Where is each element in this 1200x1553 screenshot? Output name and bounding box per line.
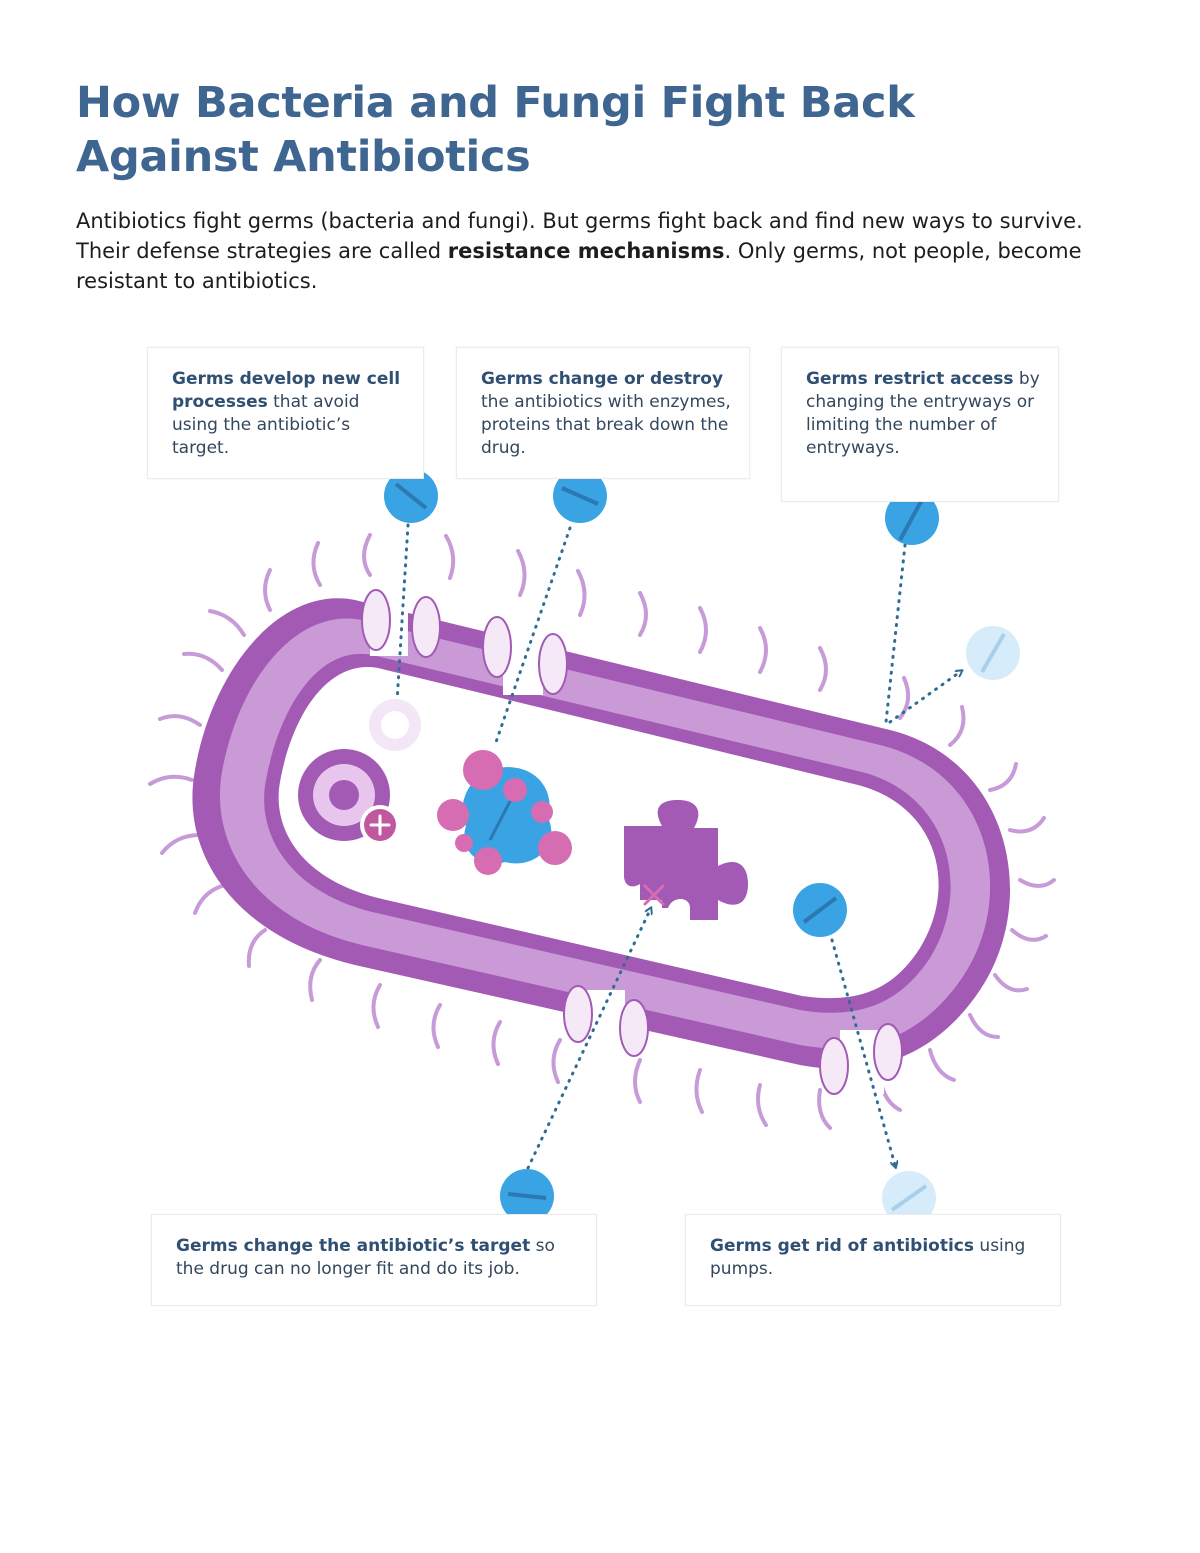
antibiotic-pill-icon [793,883,847,937]
cross-mark-icon [643,884,665,906]
callout-text: so the drug can no longer fit and do its… [176,1236,555,1279]
callout-text: that avoid using the antibiotic’s target… [172,392,360,458]
intro-text-end: . Only germs, not people, become resista… [76,239,1082,293]
target-with-plus-icon [298,749,400,845]
channel-top-center [482,616,568,695]
callout-pumps: Germs get rid of antibiotics using pumps… [685,1214,1061,1306]
antibiotic-pill-icon [966,626,1020,680]
enzyme-cluster-icon [437,750,572,875]
title-line-2: Against Antibiotics [76,132,531,182]
title-line-1: How Bacteria and Fungi Fight Back [76,78,915,128]
antibiotic-pill-icon [384,469,438,523]
callout-restrict-access: Germs restrict access by changing the en… [781,347,1059,502]
channel-bottom-center [563,985,649,1057]
plus-icon [369,814,391,836]
channel-bottom-right [819,1023,903,1095]
bacterium-hairs [148,533,1056,1130]
callout-bold: Germs restrict access [806,369,1014,389]
callout-text: by changing the entryways or limiting th… [806,369,1040,458]
target-ring-icon [369,699,421,751]
callout-bold: Germs get rid of antibiotics [710,1236,975,1256]
intro-bold-term: resistance mechanisms [447,239,725,263]
intro-paragraph: Antibiotics fight germs (bacteria and fu… [76,206,1086,296]
page-title: How Bacteria and Fungi Fight Back Agains… [76,76,1076,184]
antibiotic-pill-icon [553,469,607,523]
antibiotic-pill-icon [885,491,939,545]
membrane-channels [361,589,903,1095]
antibiotic-pill-icon [500,1169,554,1223]
antibiotic-pill-icon [882,1171,936,1225]
callout-text: the antibiotics with enzymes, proteins t… [481,392,731,458]
intro-text-start: Antibiotics fight germs (bacteria and fu… [76,209,1083,263]
dotted-lines [396,523,960,1168]
callout-change-target: Germs change the antibiotic’s target so … [151,1214,597,1306]
callout-bold: Germs change the antibiotic’s target [176,1236,531,1256]
callout-bold: Germs develop new cell processes [172,369,401,412]
callout-change-or-destroy: Germs change or destroy the antibiotics … [456,347,750,479]
callout-bold: Germs change or destroy [481,369,724,389]
callout-text: using pumps. [710,1236,1026,1279]
puzzle-target-icon [624,800,748,920]
callout-new-cell-processes: Germs develop new cell processes that av… [147,347,424,479]
